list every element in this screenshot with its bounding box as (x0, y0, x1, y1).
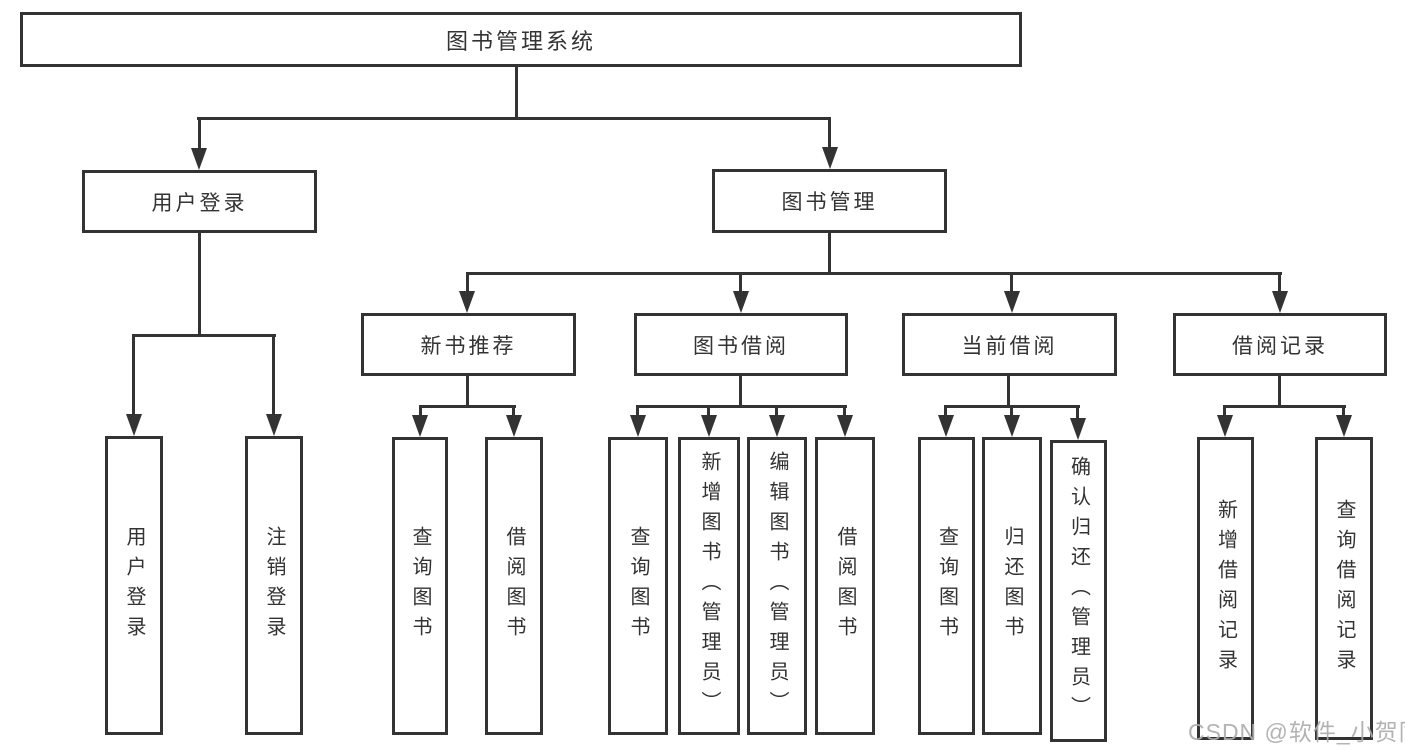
connector-line (1278, 376, 1281, 408)
connector-line (1010, 272, 1013, 293)
connector-line (466, 272, 469, 293)
connector-line (828, 233, 831, 275)
node-borrow-records: 借阅记录 (1173, 313, 1387, 376)
leaf-user-login: 用户登录 (105, 436, 163, 735)
connector-line (739, 272, 742, 293)
connector-line (419, 405, 422, 417)
connector-line (1076, 405, 1079, 420)
leaf-br-add-record: 新增借阅记录 (1197, 437, 1254, 740)
leaf-logout-login: 注销登录 (245, 436, 303, 735)
node-user-login: 用户登录 (82, 170, 317, 233)
connector-arrow (1217, 415, 1233, 437)
node-book-management: 图书管理 (712, 169, 947, 233)
connector-arrow (1336, 415, 1352, 437)
leaf-bb-query-book: 查询图书 (608, 437, 668, 735)
connector-line (1342, 405, 1345, 417)
connector-arrow (1272, 291, 1288, 313)
connector-arrow (769, 415, 785, 437)
connector-arrow (126, 414, 142, 436)
connector-line (843, 405, 846, 417)
connector-line (775, 405, 778, 417)
connector-line (197, 117, 831, 120)
leaf-br-query-record: 查询借阅记录 (1315, 437, 1373, 740)
leaf-bb-borrow-book: 借阅图书 (815, 437, 875, 735)
connector-line (1223, 405, 1226, 417)
node-system-root: 图书管理系统 (20, 12, 1022, 67)
leaf-nb-borrow-book: 借阅图书 (485, 437, 543, 735)
connector-arrow (459, 291, 475, 313)
connector-arrow (822, 147, 838, 169)
connector-line (739, 376, 742, 408)
connector-arrow (412, 415, 428, 437)
connector-arrow (630, 415, 646, 437)
connector-line (1007, 376, 1010, 408)
connector-line (512, 405, 515, 417)
connector-line (466, 272, 1282, 275)
connector-line (198, 117, 201, 150)
connector-line (828, 117, 831, 149)
leaf-cb-confirm-return-admin: 确认归还（管理员） (1050, 440, 1107, 742)
node-current-borrow: 当前借阅 (902, 313, 1117, 376)
connector-line (198, 233, 201, 337)
connector-arrow (266, 414, 282, 436)
connector-line (466, 376, 469, 408)
connector-line (1278, 272, 1281, 293)
csdn-watermark: CSDN @软件_小贺同学 (1188, 719, 1405, 745)
connector-arrow (837, 415, 853, 437)
leaf-nb-query-book: 查询图书 (392, 437, 448, 735)
connector-arrow (733, 291, 749, 313)
leaf-bb-edit-book-admin: 编辑图书（管理员） (747, 437, 807, 735)
connector-arrow (191, 148, 207, 170)
connector-line (944, 405, 947, 417)
connector-line (1010, 405, 1013, 417)
connector-line (515, 67, 518, 118)
connector-line (636, 405, 847, 408)
connector-line (419, 405, 516, 408)
connector-arrow (938, 415, 954, 437)
leaf-bb-add-book-admin: 新增图书（管理员） (678, 437, 740, 735)
connector-line (132, 334, 135, 416)
node-new-book-recommend: 新书推荐 (361, 313, 576, 376)
connector-arrow (506, 415, 522, 437)
connector-arrow (1004, 291, 1020, 313)
connector-line (132, 334, 276, 337)
connector-line (707, 405, 710, 417)
connector-line (272, 334, 275, 416)
connector-arrow (701, 415, 717, 437)
connector-line (636, 405, 639, 417)
leaf-cb-query-book: 查询图书 (918, 437, 975, 735)
connector-arrow (1004, 415, 1020, 437)
connector-line (1223, 405, 1346, 408)
connector-arrow (1070, 418, 1086, 440)
leaf-cb-return-book: 归还图书 (982, 437, 1042, 735)
node-book-borrow: 图书借阅 (634, 313, 848, 376)
